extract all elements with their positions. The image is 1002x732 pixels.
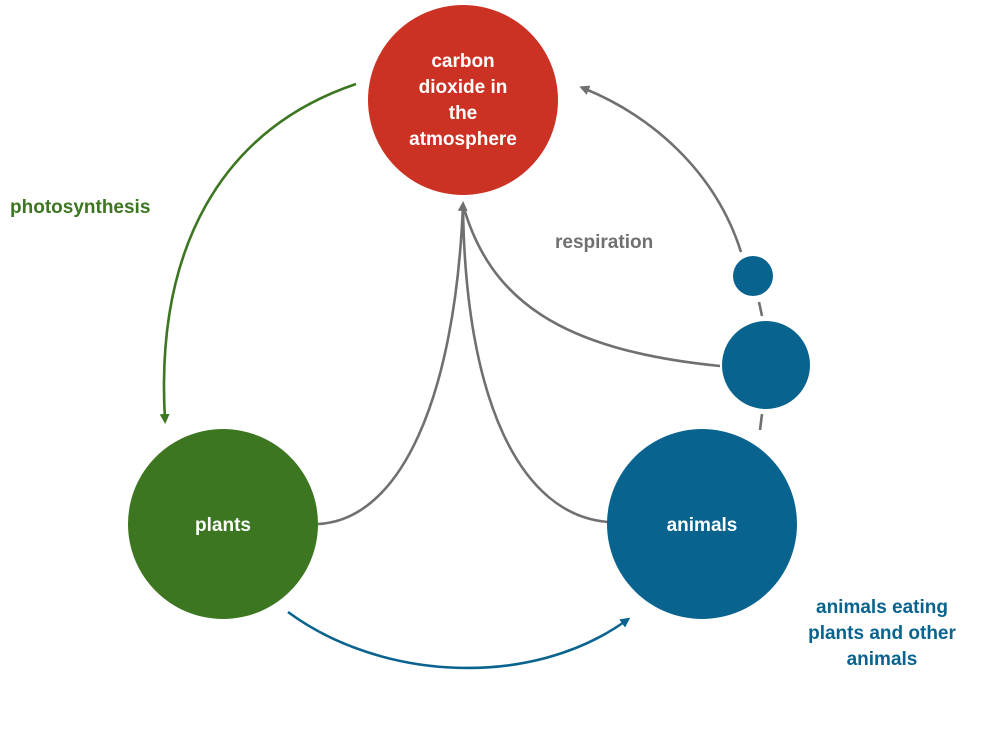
medium-animal-node	[722, 321, 810, 409]
food-chain-dash	[757, 301, 764, 317]
photosynthesis-label: photosynthesis	[10, 197, 150, 218]
respiration-arrow-from-animals	[461, 204, 609, 524]
food-chain-dash	[758, 413, 764, 431]
respiration-arrow-from-plants	[317, 201, 468, 526]
respiration-label-line: respiration	[555, 232, 653, 253]
photosynthesis-arrow	[159, 82, 357, 424]
atmosphere-label-line: dioxide in	[419, 77, 508, 98]
respiration-arrow-from-small-animal	[461, 204, 721, 368]
animals-label-line: animals	[667, 515, 738, 536]
plants-label: plants	[195, 515, 251, 536]
small-animal-node	[733, 256, 773, 296]
atmosphere-label-line: atmosphere	[409, 129, 517, 150]
plants-node	[128, 429, 318, 619]
respiration-label: respiration	[555, 232, 653, 253]
eating-label-line: animals	[847, 649, 918, 670]
eating-label: animals eating plants and other animals	[808, 597, 956, 670]
atmosphere-label-line: the	[449, 103, 478, 124]
eating-label-line: plants and other	[808, 623, 956, 644]
atmosphere-label: carbon dioxide in the atmosphere	[409, 51, 517, 150]
animals-label: animals	[667, 515, 738, 536]
photosynthesis-label-line: photosynthesis	[10, 197, 150, 218]
atmosphere-label-line: carbon	[431, 51, 494, 72]
animals-node	[607, 429, 797, 619]
atmosphere-node	[368, 5, 558, 195]
respiration-arrow-outer	[579, 85, 743, 253]
eating-label-line: animals eating	[816, 597, 948, 618]
eating-arrow	[287, 610, 631, 670]
plants-label-line: plants	[195, 515, 251, 536]
